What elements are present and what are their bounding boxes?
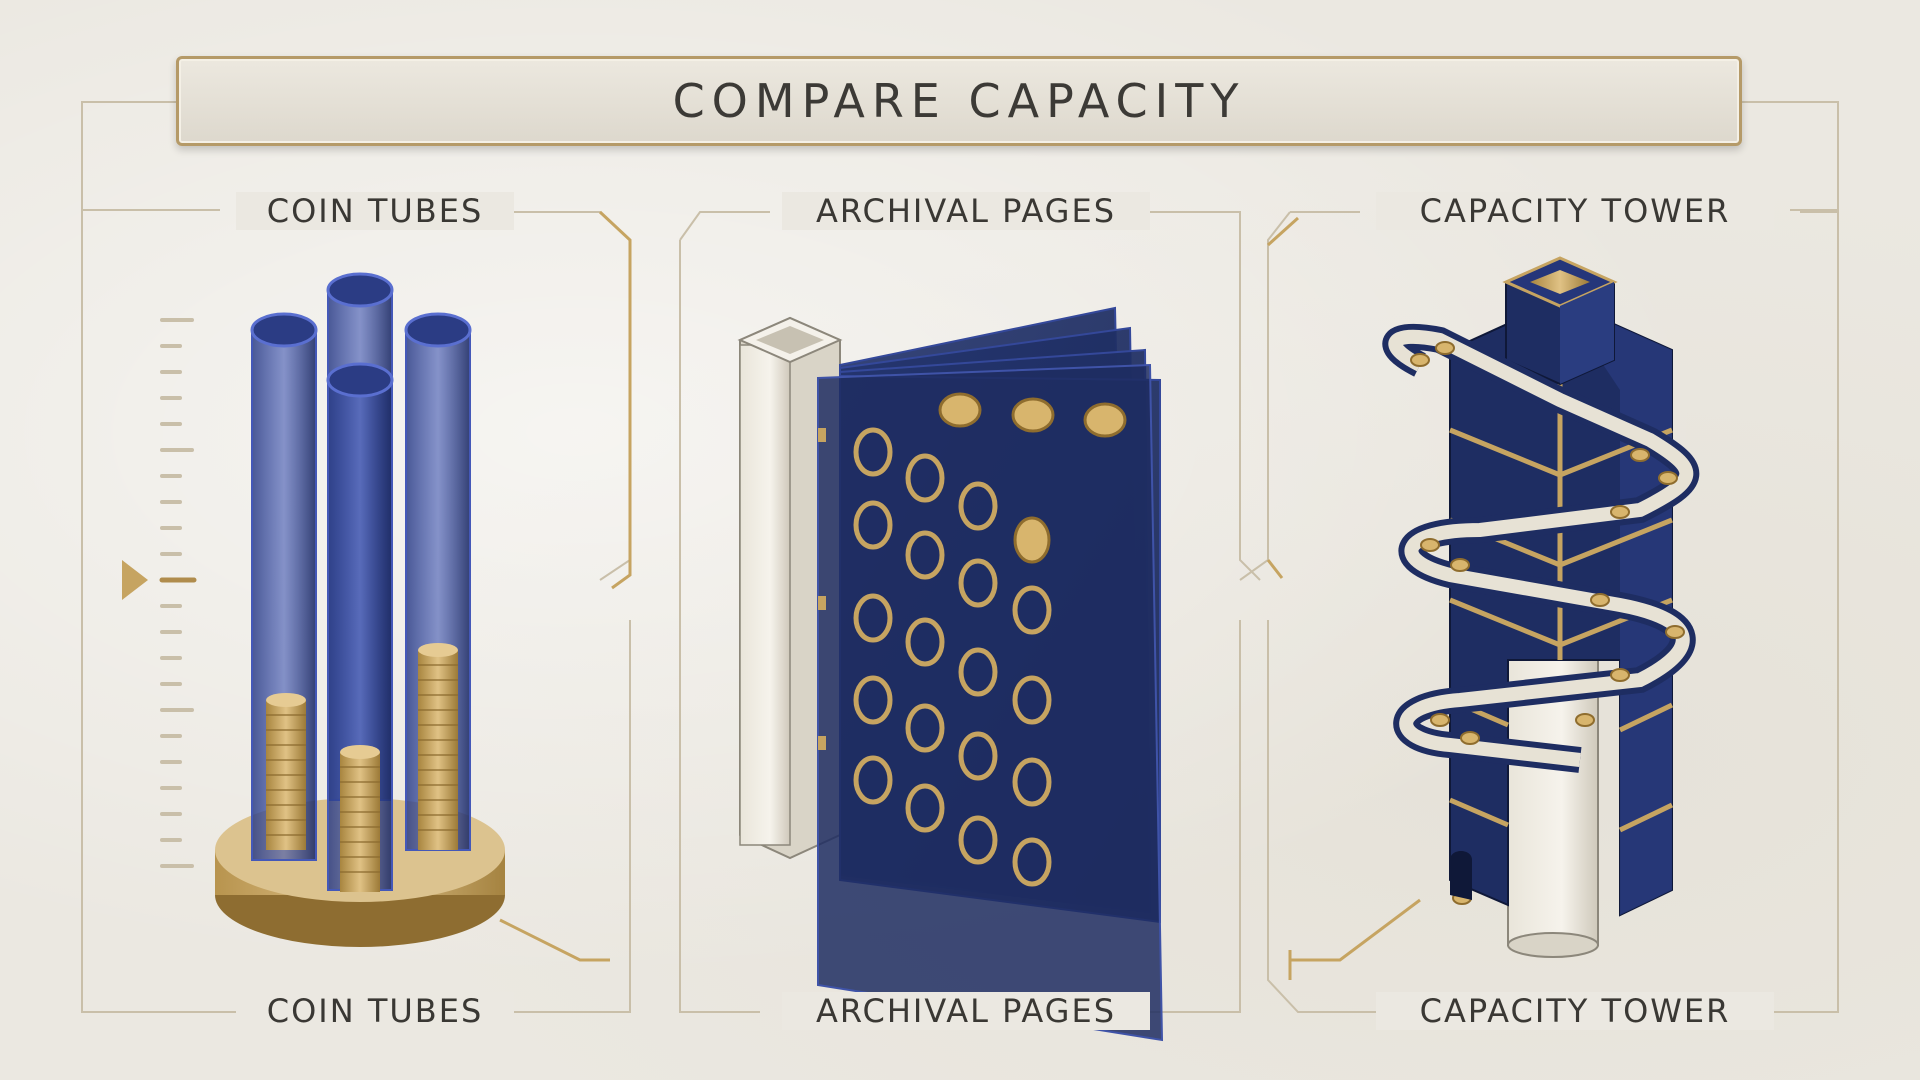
panel-label-coin-tubes-top: COIN TUBES [236, 192, 514, 230]
gold-accent-lines [499, 210, 1421, 980]
filled-coins [938, 392, 1127, 564]
panel-label-capacity-tower-top: CAPACITY TOWER [1376, 192, 1774, 230]
panel-label-archival-pages-top: ARCHIVAL PAGES [782, 192, 1150, 230]
page-title: COMPARE CAPACITY [672, 74, 1246, 128]
panel-label-coin-tubes-bottom: COIN TUBES [236, 992, 514, 1030]
coin-stack-left [266, 693, 306, 850]
gauge-scale [160, 318, 194, 868]
gauge-pointer-icon [122, 560, 148, 600]
capacity-tower-illustration [1382, 256, 1700, 958]
archival-pages-illustration [737, 306, 1164, 1042]
coin-tubes-illustration [122, 272, 505, 947]
coin-stack-front [340, 745, 380, 892]
panel-label-capacity-tower-bottom: CAPACITY TOWER [1376, 992, 1774, 1030]
panel-label-archival-pages-bottom: ARCHIVAL PAGES [782, 992, 1150, 1030]
frame-lines [81, 101, 1839, 1013]
title-banner: COMPARE CAPACITY [176, 56, 1742, 146]
coin-stack-right [418, 643, 458, 850]
